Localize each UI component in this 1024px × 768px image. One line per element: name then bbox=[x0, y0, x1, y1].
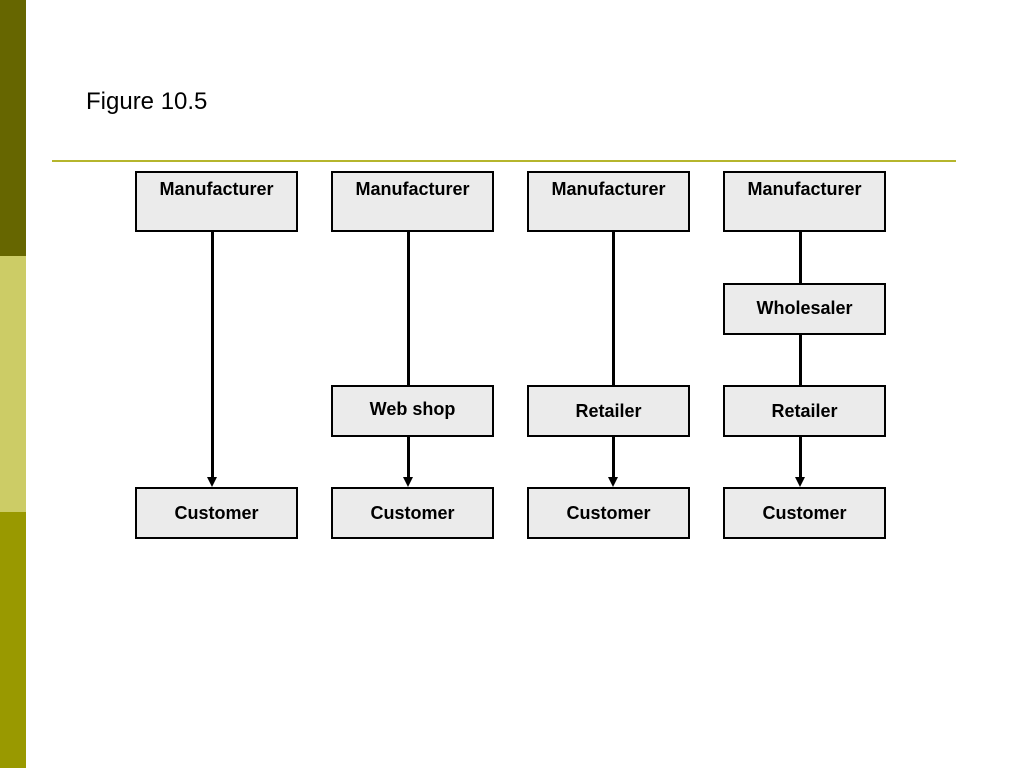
chain-4-manufacturer-box: Manufacturer bbox=[723, 171, 886, 232]
chain-3-manufacturer-box: Manufacturer bbox=[527, 171, 690, 232]
sidebar-accent-top bbox=[0, 0, 26, 256]
title-divider bbox=[52, 160, 956, 162]
chain-4-retailer-box: Retailer bbox=[723, 385, 886, 437]
chain-4-connector-2 bbox=[799, 335, 802, 385]
chain-3-arrowhead bbox=[608, 477, 618, 487]
chain-3-customer-box: Customer bbox=[527, 487, 690, 539]
chain-1-arrowhead bbox=[207, 477, 217, 487]
chain-4-wholesaler-box: Wholesaler bbox=[723, 283, 886, 335]
chain-4-connector-1 bbox=[799, 232, 802, 283]
sidebar-accent-middle bbox=[0, 256, 26, 512]
chain-3-connector-upper bbox=[612, 232, 615, 385]
chain-2-customer-box: Customer bbox=[331, 487, 494, 539]
chain-4-arrowhead bbox=[795, 477, 805, 487]
chain-2-manufacturer-box: Manufacturer bbox=[331, 171, 494, 232]
chain-3-connector-lower bbox=[612, 437, 615, 478]
chain-2-webshop-box: Web shop bbox=[331, 385, 494, 437]
chain-2-connector-lower bbox=[407, 437, 410, 478]
chain-2-connector-upper bbox=[407, 232, 410, 385]
chain-3-retailer-box: Retailer bbox=[527, 385, 690, 437]
chain-1-manufacturer-box: Manufacturer bbox=[135, 171, 298, 232]
chain-4-customer-box: Customer bbox=[723, 487, 886, 539]
slide-title: Figure 10.5 bbox=[86, 88, 208, 115]
sidebar-accent-bottom bbox=[0, 512, 26, 768]
chain-1-customer-box: Customer bbox=[135, 487, 298, 539]
chain-4-connector-3 bbox=[799, 437, 802, 478]
chain-2-arrowhead bbox=[403, 477, 413, 487]
chain-1-connector bbox=[211, 232, 214, 478]
